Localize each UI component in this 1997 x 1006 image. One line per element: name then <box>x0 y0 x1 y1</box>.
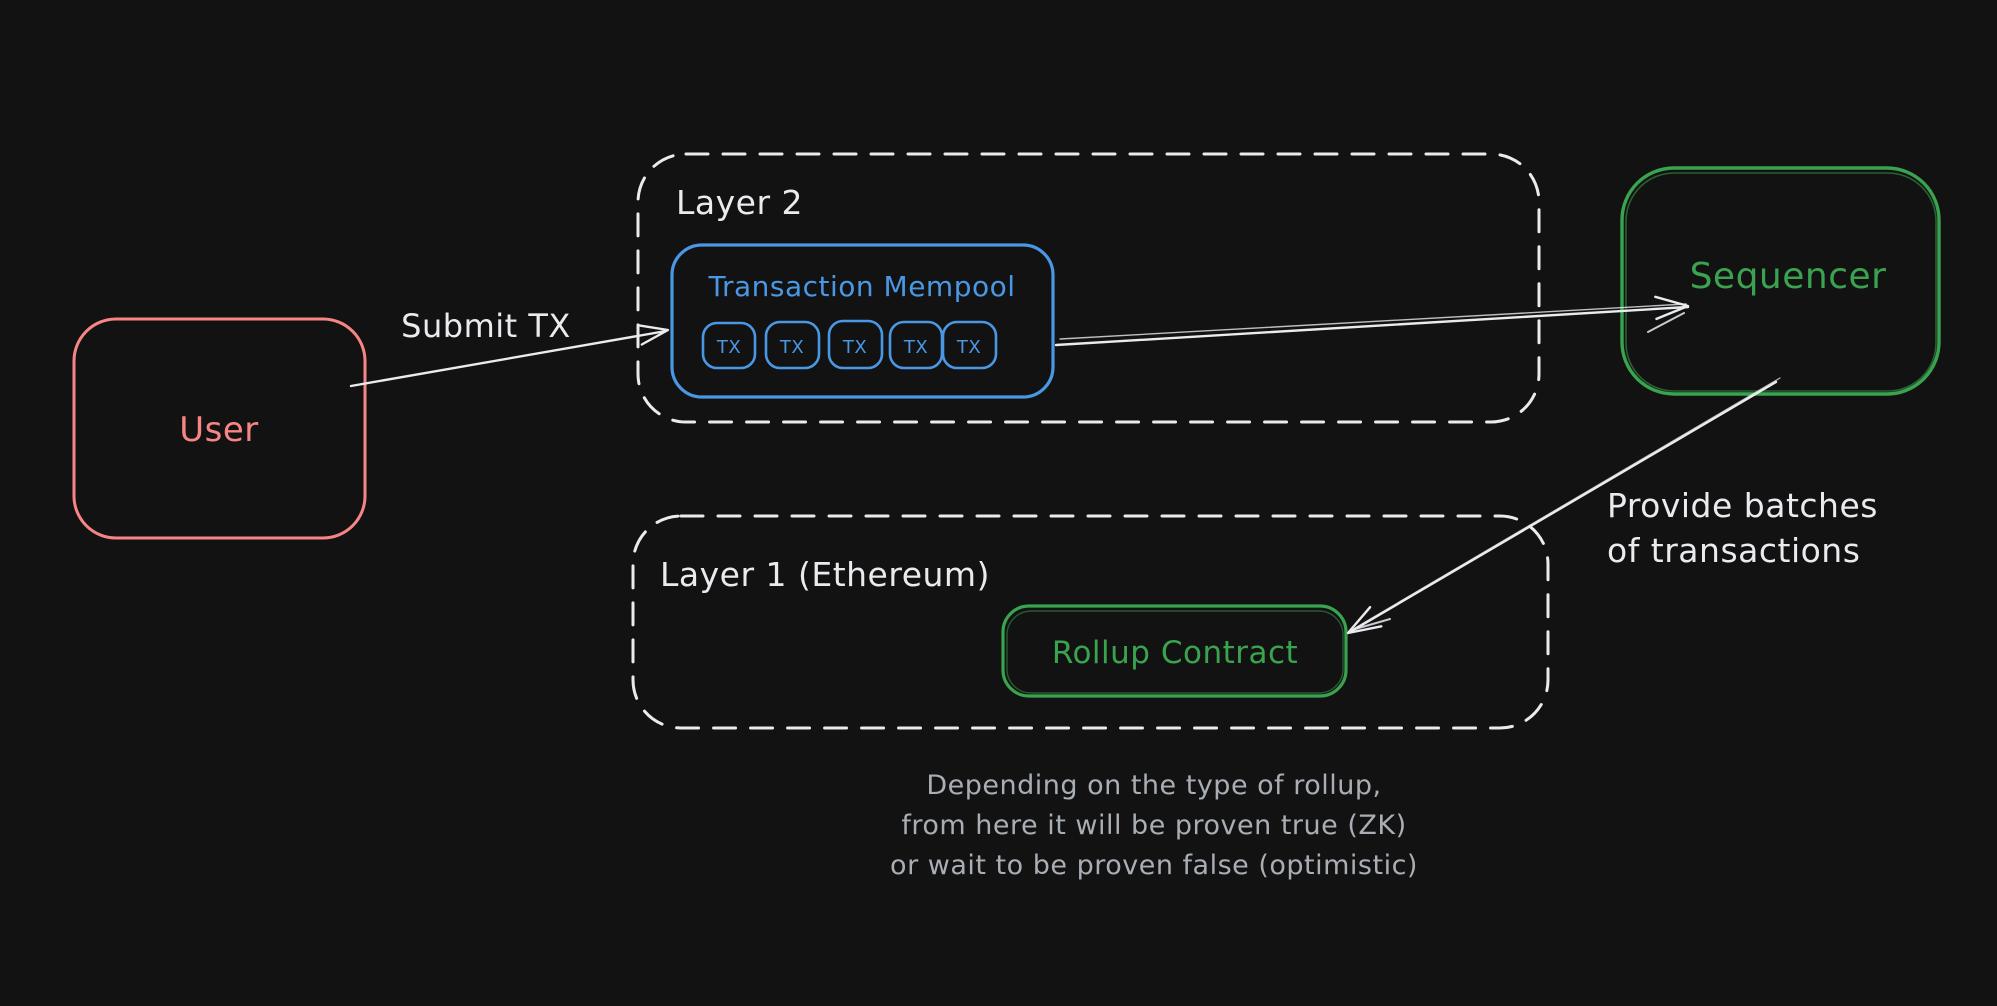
sequencer-to-rollup-arrowhead-sketch-icon <box>1351 618 1391 631</box>
caption-line2: from here it will be proven true (ZK) <box>901 810 1406 841</box>
tx-item[interactable]: TX <box>941 320 998 370</box>
user-box-outline <box>72 317 367 540</box>
mempool-node[interactable]: Transaction Mempool TX TX TX TX TX <box>670 243 1055 399</box>
tx-label: TX <box>903 337 928 358</box>
tx-item[interactable]: TX <box>764 320 821 370</box>
layer1-container[interactable]: Layer 1 (Ethereum) <box>631 514 1550 730</box>
mempool-to-sequencer-arrowhead-icon <box>1654 295 1690 321</box>
tx-box-outline <box>764 320 821 370</box>
mempool-box-outline <box>670 243 1055 399</box>
tx-label: TX <box>779 337 804 358</box>
submit-tx-arrow[interactable]: Submit TX <box>349 307 670 388</box>
sequencer-to-rollup-arrow[interactable]: Provide batches of transactions <box>1346 377 1878 635</box>
sequencer-to-rollup-arrow-sketch-shaft <box>1354 377 1781 629</box>
layer2-label: Layer 2 <box>676 183 803 222</box>
sequencer-label: Sequencer <box>1690 256 1887 297</box>
tx-box-outline <box>941 320 998 370</box>
submit-tx-arrow-shaft <box>349 329 668 388</box>
user-label: User <box>179 410 259 450</box>
mempool-label: Transaction Mempool <box>707 270 1015 303</box>
submit-tx-arrowhead-icon <box>637 324 670 346</box>
provide-batches-label-line1: Provide batches <box>1607 486 1878 525</box>
tx-label: TX <box>956 337 981 358</box>
mempool-to-sequencer-arrowhead-sketch-icon <box>1647 312 1685 333</box>
tx-label: TX <box>716 337 741 358</box>
sequencer-to-rollup-arrowhead-icon <box>1346 606 1383 635</box>
mempool-to-sequencer-arrow[interactable] <box>1054 295 1690 347</box>
layer1-label: Layer 1 (Ethereum) <box>660 555 990 594</box>
rollup-contract-label: Rollup Contract <box>1052 635 1298 671</box>
rollup-contract-node[interactable]: Rollup Contract <box>1001 604 1348 698</box>
caption-line1: Depending on the type of rollup, <box>926 770 1381 801</box>
tx-item[interactable]: TX <box>701 321 757 370</box>
sequencer-box-sketch-outline <box>1625 172 1937 392</box>
rollup-contract-box-outline <box>1001 604 1348 698</box>
provide-batches-label-line2: of transactions <box>1607 531 1860 570</box>
caption-line3: or wait to be proven false (optimistic) <box>890 850 1418 881</box>
sequencer-box-outline <box>1620 166 1941 396</box>
sequencer-node[interactable]: Sequencer <box>1620 166 1941 396</box>
tx-item[interactable]: TX <box>827 319 884 370</box>
layer2-dashed-outline <box>636 152 1541 424</box>
mempool-to-sequencer-arrow-shaft <box>1054 305 1690 347</box>
tx-label: TX <box>842 337 867 358</box>
rollup-type-caption[interactable]: Depending on the type of rollup, from he… <box>890 770 1418 881</box>
tx-box-outline <box>827 319 884 370</box>
rollup-contract-box-sketch-outline <box>1006 610 1344 694</box>
sequencer-to-rollup-arrow-shaft <box>1348 380 1778 634</box>
submit-tx-arrow-label: Submit TX <box>401 307 571 345</box>
user-node[interactable]: User <box>72 317 367 540</box>
mempool-to-sequencer-arrow-sketch-shaft <box>1059 303 1687 340</box>
layer1-dashed-outline <box>631 514 1550 730</box>
tx-box-outline <box>701 321 757 370</box>
layer2-container[interactable]: Layer 2 <box>636 152 1541 424</box>
